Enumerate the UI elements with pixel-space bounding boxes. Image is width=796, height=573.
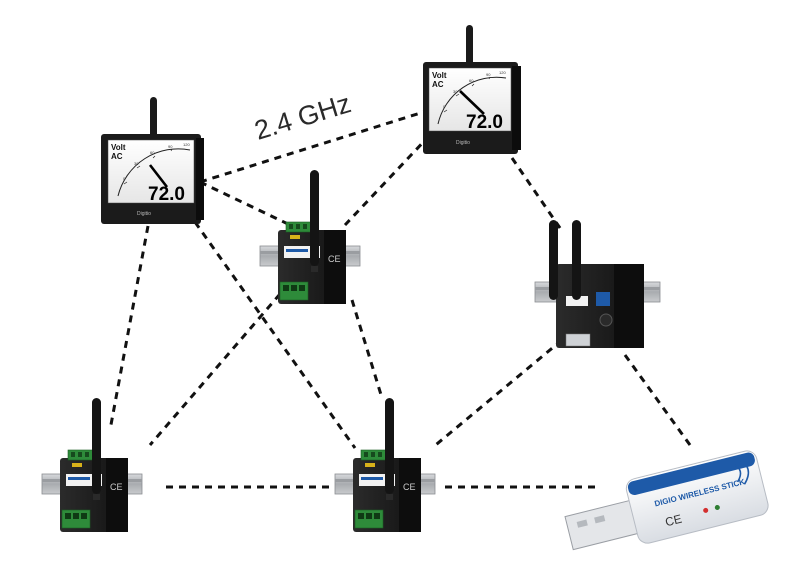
wireless-module-bottom-left [41,397,143,533]
meter-title: Volt [432,71,447,80]
meter-brand: Digitio [456,140,470,146]
svg-text:60: 60 [150,150,155,155]
svg-text:30: 30 [134,161,139,166]
svg-text:CE: CE [664,512,684,530]
svg-text:90: 90 [168,144,173,149]
link-gateway-bottommid [431,338,563,450]
link-gateway-usb [623,354,692,446]
meter-value: 72.0 [466,112,503,133]
svg-text:30: 30 [453,89,458,94]
wireless-module-bottom-middle [334,397,436,533]
link-meter2-module-center [343,133,432,227]
meter-needle [148,164,169,188]
meter-value: 72.0 [148,184,185,205]
link-meter1-meter2 [199,108,431,184]
svg-text:120: 120 [499,70,506,75]
meter-unit: AC [111,152,123,161]
meter-needle [459,90,485,115]
svg-text:0: 0 [443,104,446,109]
panel-meter-right: 0 30 60 90 120 Volt AC 72.0 Digitio [423,25,521,154]
svg-text:60: 60 [469,78,474,83]
svg-text:90: 90 [486,72,491,77]
meter-brand: Digitio [137,211,151,217]
svg-text:0: 0 [123,176,126,181]
link-meter2-gateway [510,157,562,229]
wireless-module-center [259,169,361,305]
link-module-center-bottommid [350,299,384,399]
link-meter1-module-center [199,180,289,226]
link-module-center-bottomleft [148,293,282,446]
wireless-links [108,108,692,489]
wireless-gateway-module [534,220,661,348]
link-meter1-module-bottomleft [108,225,150,431]
meter-title: Volt [111,143,126,152]
panel-meter-left: 0 30 60 90 120 Volt AC 72.0 Digitio [101,97,204,224]
usb-wireless-stick: DIGIO WIRELESS STICK CE [564,450,769,551]
meter-unit: AC [432,80,444,89]
svg-text:120: 120 [183,142,190,147]
